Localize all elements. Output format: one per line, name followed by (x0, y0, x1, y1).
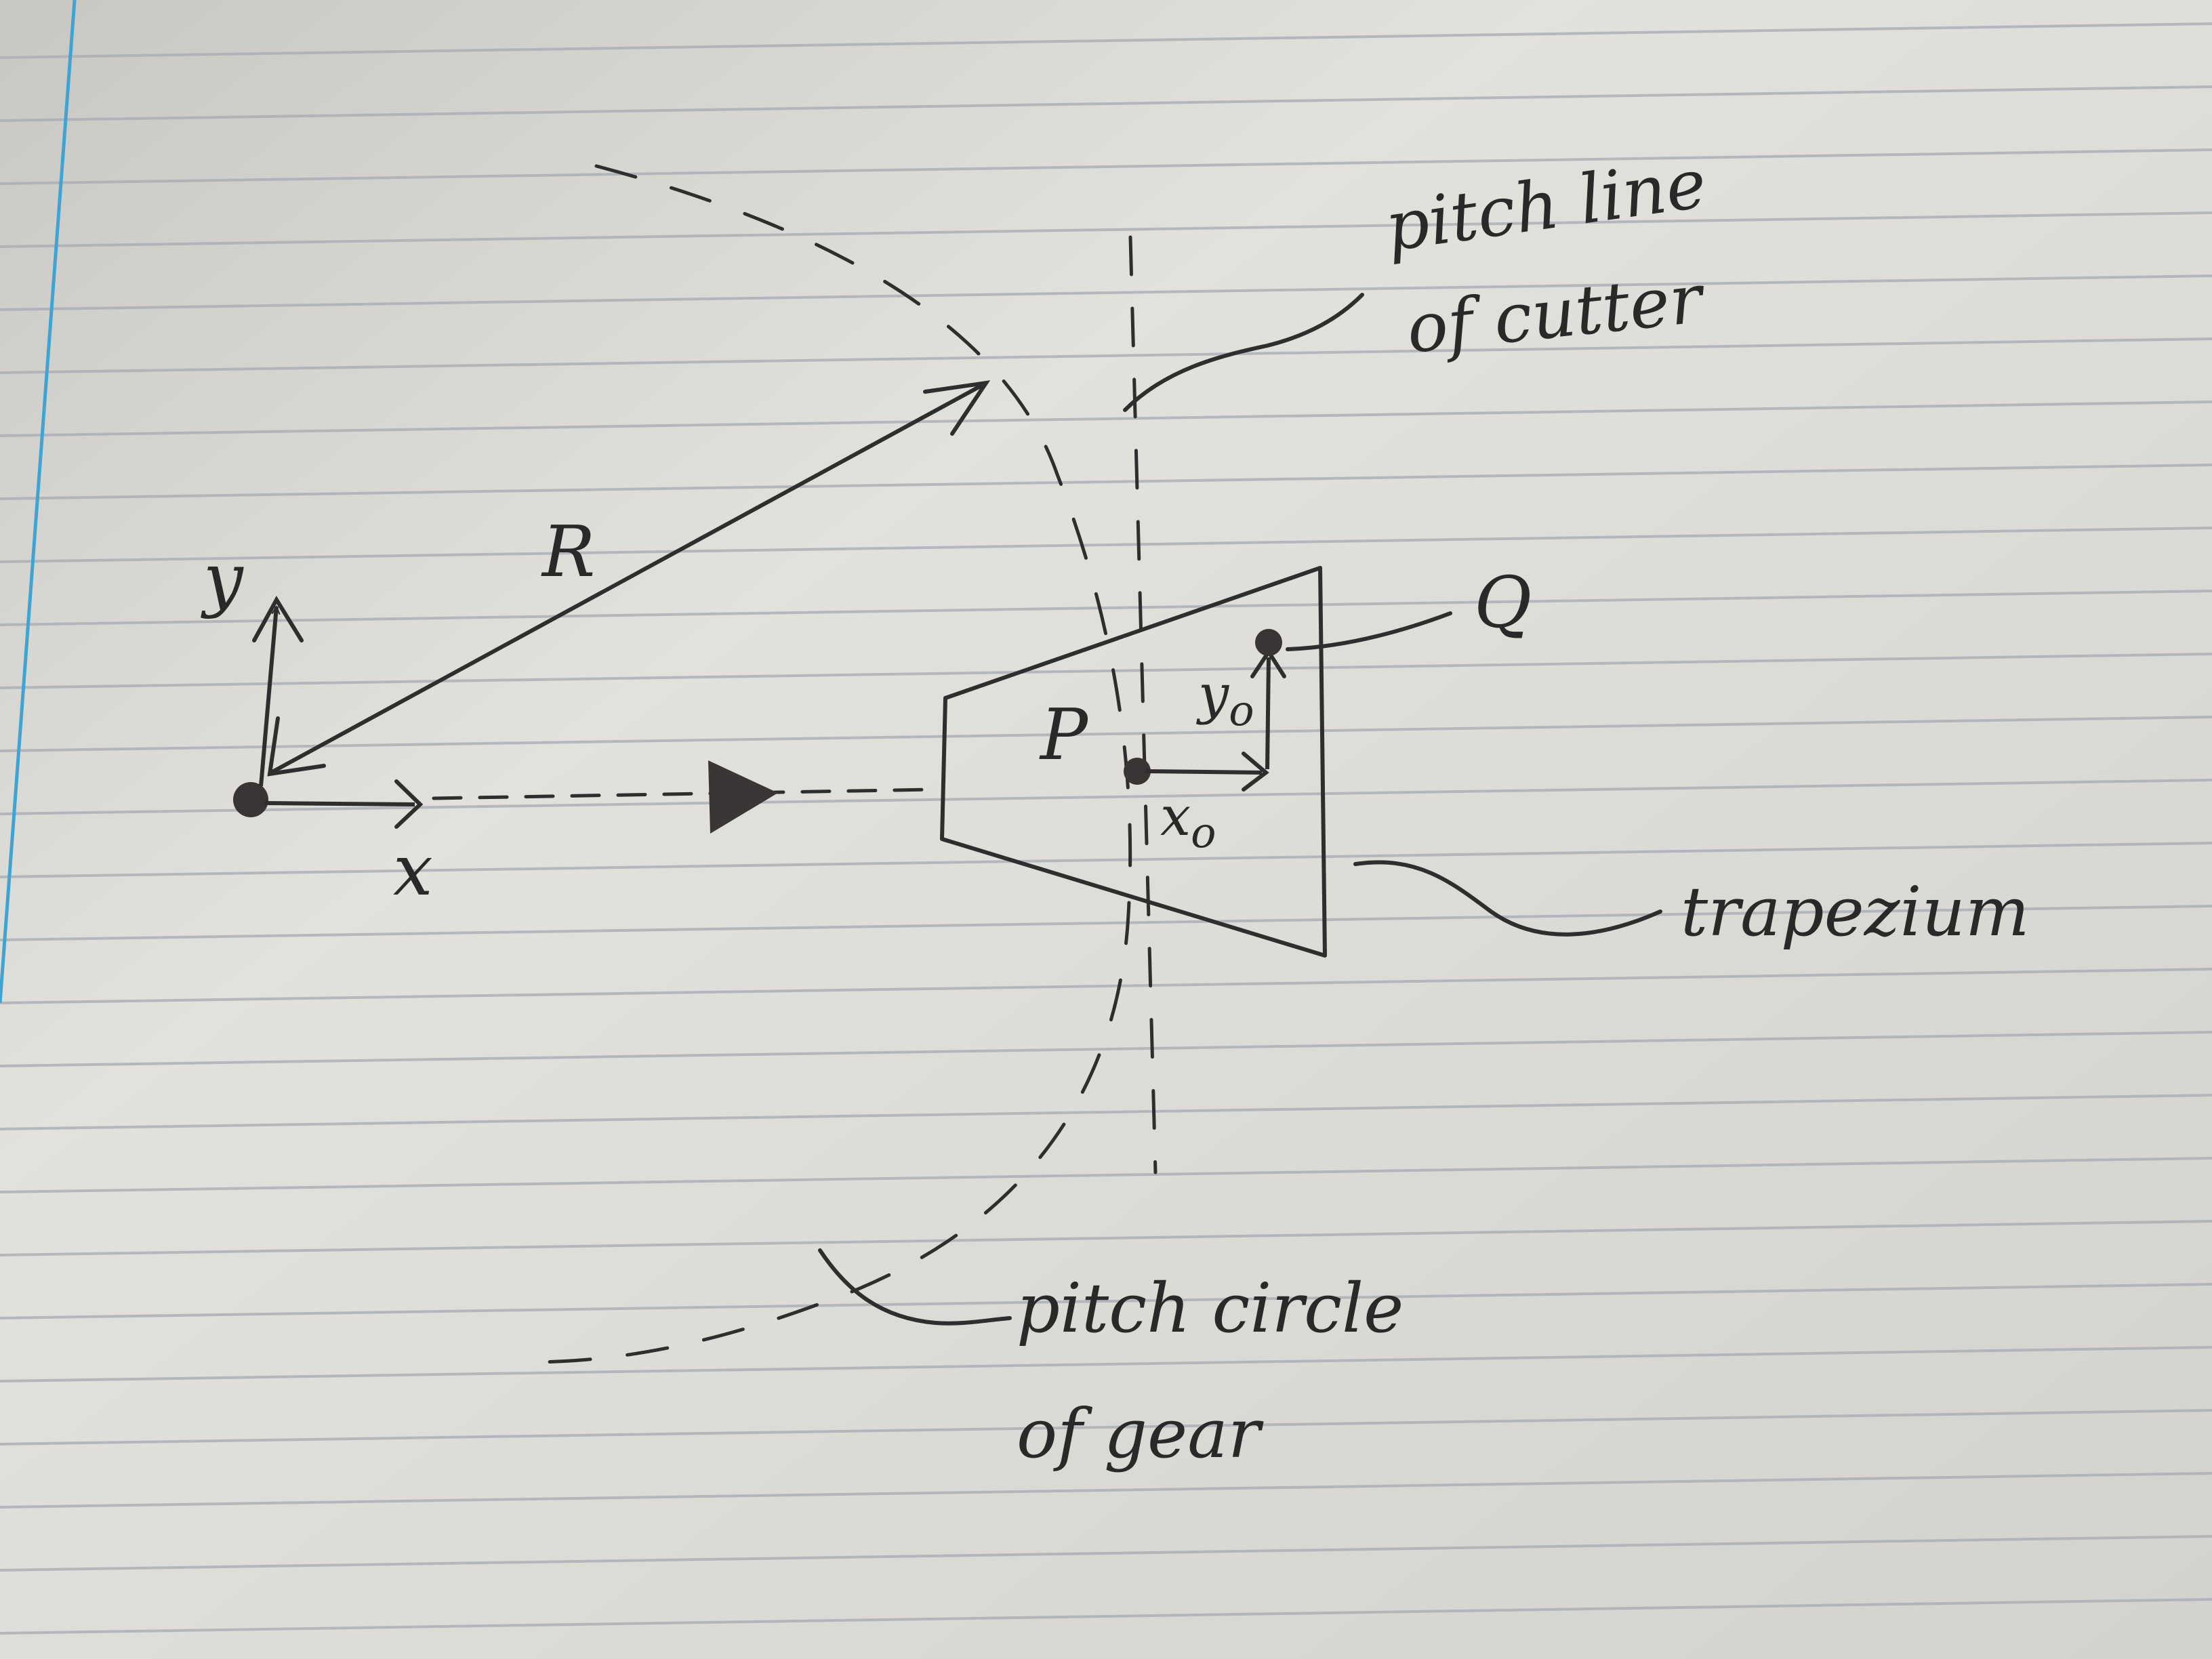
y-offset-label: yo (1196, 663, 1254, 735)
margin-line (0, 0, 77, 1004)
y-axis-arrowhead-icon (252, 596, 304, 642)
leader-pitch-line (1123, 293, 1364, 412)
ruled-lines (0, 22, 2212, 1635)
pitch-line-of-cutter (1128, 235, 1158, 1174)
pitch-circle-label-line1: pitch circle (1017, 1269, 1404, 1348)
point-q-label: Q (1474, 561, 1532, 644)
x-offset-symbol: x (1160, 785, 1191, 848)
direction-triangle-icon (708, 760, 778, 834)
y-axis-label: y (201, 537, 244, 620)
x-axis-arrowhead-icon (394, 779, 424, 829)
y-offset-subscript: o (1229, 686, 1254, 735)
y-offset-symbol: y (1196, 663, 1230, 726)
radius-arrow (270, 383, 984, 775)
leader-q (1286, 611, 1452, 651)
leader-pitch-circle (818, 1248, 1012, 1326)
trapezium-label: trapezium (1681, 872, 2030, 951)
origin-point (233, 782, 268, 817)
x-axis-label: x (393, 829, 433, 912)
y0-arrow (1265, 657, 1271, 770)
point-p-label: P (1039, 693, 1089, 776)
y-axis-arrow (259, 607, 276, 787)
x-axis-arrow (264, 801, 415, 806)
leader-trapezium (1353, 860, 1662, 937)
trapezium-shape (940, 566, 1327, 958)
x-offset-label: xo (1160, 785, 1216, 857)
x0-arrowhead-icon (1242, 752, 1269, 792)
x0-arrow (1145, 769, 1263, 775)
radius-arrowhead-top-icon (923, 380, 991, 436)
point-p (1124, 758, 1151, 785)
x-offset-subscript: o (1191, 808, 1216, 857)
dashed-axis-extension (432, 787, 934, 800)
radius-label: R (541, 510, 595, 593)
pitch-circle-label-line2: of gear (1017, 1394, 1264, 1473)
radius-arrowhead-bottom-icon (267, 716, 326, 777)
point-q (1255, 629, 1282, 656)
